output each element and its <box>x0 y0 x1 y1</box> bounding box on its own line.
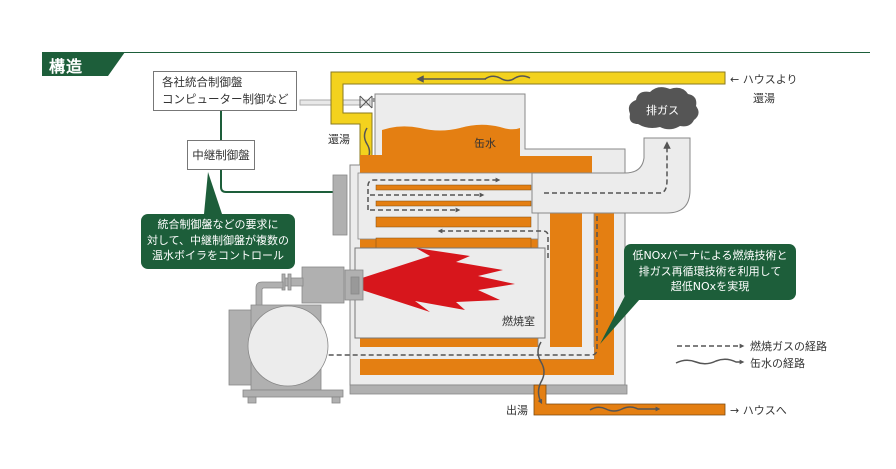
heading-tab <box>42 52 125 76</box>
relay-control-box: 中継制御盤 <box>187 140 255 170</box>
return-water-label: 還湯 <box>328 133 350 146</box>
integrated-control-line-2: コンピューター制御など <box>162 92 289 106</box>
return-flow-wavy-arrow <box>484 75 531 82</box>
control-callout-line: 対して、中継制御盤が複数の <box>146 233 290 247</box>
inlet-sublabel: 還湯 <box>753 92 775 105</box>
nox-callout-tail <box>600 290 648 344</box>
control-callout-line: 統合制御盤などの要求に <box>157 218 279 231</box>
integrated-control-box: 各社統合制御盤 コンピューター制御など <box>153 71 297 111</box>
inlet-label: ← ハウスより <box>730 73 798 86</box>
flue-tube <box>375 216 532 228</box>
nox-callout-line: 超低NOxを実現 <box>670 280 750 293</box>
exhaust-cloud-icon <box>628 87 699 130</box>
combustion-chamber-label: 燃焼室 <box>502 314 535 328</box>
section-heading: 構造 <box>49 57 84 76</box>
legend-water-path-label: 缶水の経路 <box>750 356 805 370</box>
boiler-water-label: 缶水 <box>474 136 496 150</box>
control-callout-line: 温水ボイラをコントロール <box>152 249 284 262</box>
front-cover <box>332 174 348 236</box>
boiler-water-tank <box>360 124 592 173</box>
relay-control-label: 中継制御盤 <box>192 148 250 162</box>
bottom-gas-channel <box>360 347 594 359</box>
outlet-destination-label: → ハウスへ <box>730 404 787 417</box>
hot-water-outlet-pipe <box>533 384 726 416</box>
control-wire <box>220 170 335 193</box>
exhaust-duct <box>531 137 691 214</box>
flue-tube <box>375 200 532 207</box>
outlet-label: 出湯 <box>506 403 528 417</box>
gas-path-arrow <box>367 177 501 210</box>
nox-callout: 低NOxバーナによる燃焼技術と 排ガス再循環技術を利用して 超低NOxを実現 <box>624 244 796 300</box>
outlet-down-wavy-arrow <box>537 341 545 405</box>
boiler-base <box>349 384 628 395</box>
control-callout: 統合制御盤などの要求に 対して、中継制御盤が複数の 温水ボイラをコントロール <box>141 214 295 269</box>
gas-recirculation-arrow <box>291 216 598 358</box>
gas-path-arrow <box>544 141 671 194</box>
burner-flame <box>362 248 515 312</box>
control-callout-tail <box>204 172 222 214</box>
nox-callout-line: 排ガス再循環技術を利用して <box>638 264 782 278</box>
inner-water-wall <box>550 213 582 347</box>
legend-wavy-arrow-icon <box>675 358 745 365</box>
legend-gas-path-label: 燃焼ガスの経路 <box>750 339 827 353</box>
outlet-flow-wavy-arrow <box>589 406 661 412</box>
integrated-control-line-1: 各社統合制御盤 <box>162 75 243 89</box>
nox-callout-line: 低NOxバーナによる燃焼技術と <box>632 249 788 262</box>
flue-tube <box>375 237 532 249</box>
flue-tube <box>375 184 532 191</box>
gas-path-arrow <box>437 228 549 258</box>
burner-unit <box>228 266 364 404</box>
exhaust-label: 排ガス <box>646 103 679 117</box>
